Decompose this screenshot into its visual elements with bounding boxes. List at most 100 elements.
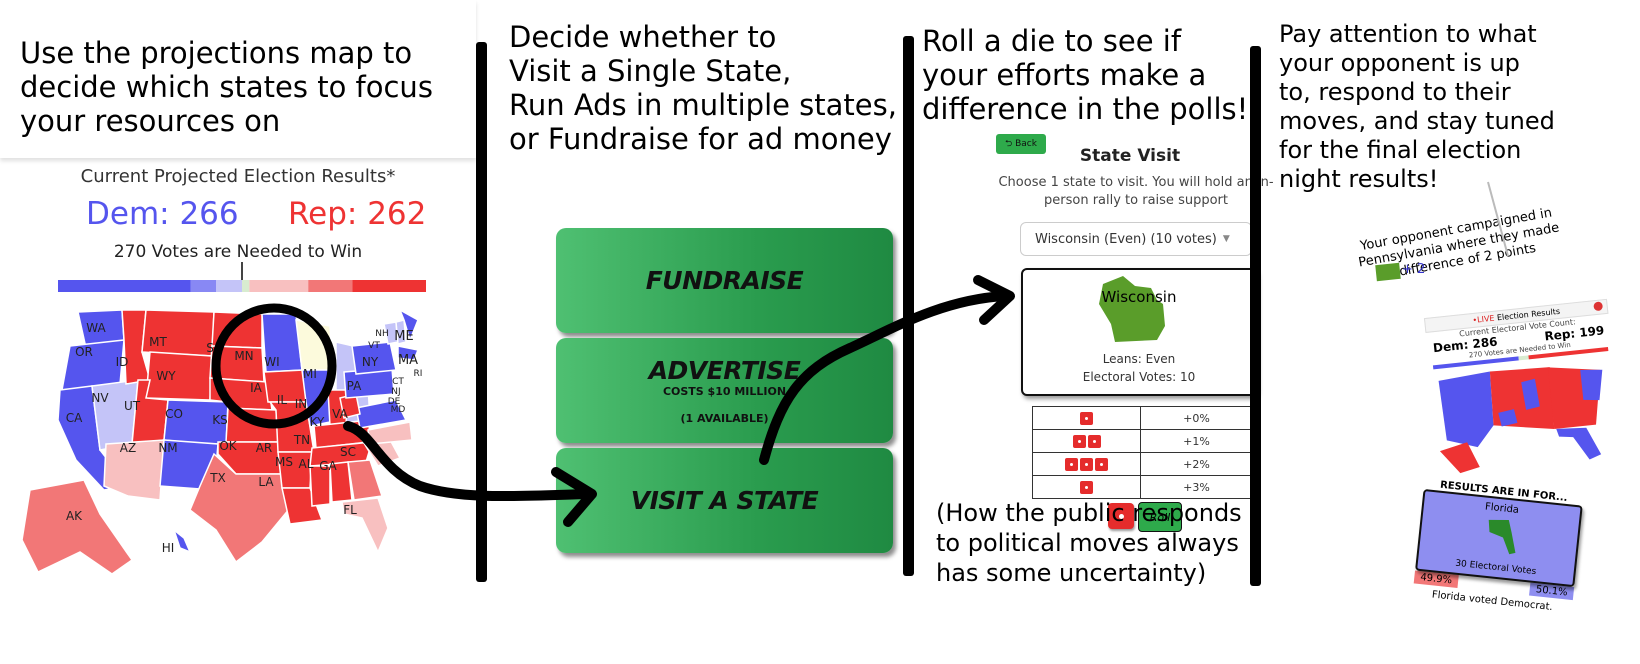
back-button[interactable]: ⮌ Back bbox=[996, 134, 1046, 154]
dice-combo-cell bbox=[1032, 452, 1141, 476]
svg-text:SC: SC bbox=[340, 445, 356, 459]
live-indicator: •LIVE bbox=[1471, 313, 1495, 325]
dice-effect-cell: +0% bbox=[1140, 406, 1253, 430]
state-ma bbox=[397, 345, 420, 361]
state-ny bbox=[351, 341, 397, 375]
svg-text:FL: FL bbox=[343, 503, 357, 517]
svg-text:RI: RI bbox=[414, 369, 423, 379]
state-me bbox=[398, 308, 419, 343]
projection-bar-segment bbox=[249, 280, 309, 292]
dice-effect-cell: +1% bbox=[1140, 429, 1253, 453]
svg-text:CO: CO bbox=[165, 407, 183, 421]
votes-needed-label: 270 Votes are Needed to Win bbox=[113, 242, 363, 262]
roll-label: Roll bbox=[1149, 510, 1171, 524]
caption-actions: Decide whether to Visit a Single State, … bbox=[509, 20, 897, 156]
visit-state-button[interactable]: VISIT A STATE bbox=[556, 448, 893, 553]
dice-combo-cell bbox=[1032, 429, 1141, 453]
florida-shape-icon bbox=[1488, 519, 1516, 555]
projection-bar-segment bbox=[216, 280, 242, 292]
svg-text:AR: AR bbox=[256, 441, 273, 455]
selected-state-card: Wisconsin Leans: Even Electoral Votes: 1… bbox=[1021, 268, 1257, 396]
state-fl bbox=[341, 497, 389, 554]
die-icon bbox=[1080, 480, 1093, 494]
svg-text:OK: OK bbox=[219, 439, 237, 453]
state-ak bbox=[21, 479, 134, 575]
svg-text:TN: TN bbox=[293, 433, 310, 447]
svg-text:MD: MD bbox=[391, 405, 406, 415]
divider-3 bbox=[1250, 46, 1261, 586]
note-edge-line bbox=[1487, 181, 1509, 257]
dice-effect-cell: +2% bbox=[1140, 452, 1253, 476]
dice-combo-cell bbox=[1032, 475, 1141, 499]
wisconsin-highlight-circle bbox=[211, 303, 337, 429]
svg-text:WA: WA bbox=[86, 321, 106, 335]
fundraise-button[interactable]: FUNDRAISE bbox=[556, 228, 893, 333]
projection-bar-segment bbox=[190, 280, 217, 292]
svg-text:MI: MI bbox=[303, 367, 317, 381]
state-card-name: Wisconsin bbox=[1101, 288, 1177, 306]
visit-state-label: VISIT A STATE bbox=[630, 486, 819, 515]
svg-text:WI: WI bbox=[264, 355, 279, 369]
state-card-leans: Leans: Even bbox=[1102, 352, 1176, 366]
fundraise-label: FUNDRAISE bbox=[645, 266, 804, 295]
die-icon bbox=[1080, 411, 1093, 425]
dem-projected-votes: Dem: 266 bbox=[86, 196, 239, 232]
wisconsin-shape-icon bbox=[1099, 276, 1165, 342]
svg-text:WY: WY bbox=[156, 369, 176, 383]
roll-button[interactable]: Roll bbox=[1138, 502, 1182, 532]
state-az bbox=[103, 439, 165, 501]
svg-text:CT: CT bbox=[392, 377, 404, 387]
svg-text:ME: ME bbox=[394, 329, 413, 344]
opponent-change: + 2 bbox=[1402, 262, 1426, 277]
state-hi bbox=[172, 527, 192, 554]
svg-text:UT: UT bbox=[124, 399, 141, 413]
svg-text:IN: IN bbox=[295, 397, 308, 411]
svg-text:NY: NY bbox=[362, 355, 379, 369]
caption-roll-die: Roll a die to see if your efforts make a… bbox=[922, 24, 1249, 126]
projection-bar bbox=[58, 262, 426, 292]
projection-bar-segment bbox=[352, 280, 426, 292]
die-icon bbox=[1080, 457, 1093, 471]
svg-text:LA: LA bbox=[258, 475, 274, 489]
chevron-down-icon: ▼ bbox=[1222, 234, 1230, 244]
dice-effect-cell: +3% bbox=[1140, 475, 1253, 499]
divider-1 bbox=[476, 42, 487, 582]
state-visit-title: State Visit bbox=[1079, 146, 1181, 166]
svg-text:PA: PA bbox=[347, 379, 362, 393]
svg-text:NV: NV bbox=[91, 391, 109, 405]
die-icon bbox=[1095, 457, 1108, 471]
svg-text:VT: VT bbox=[368, 341, 380, 351]
rep-projected-votes: Rep: 262 bbox=[288, 196, 427, 232]
pennsylvania-shape-icon bbox=[1375, 262, 1401, 282]
caption-uncertainty: (How the public responds to political mo… bbox=[936, 499, 1242, 587]
advertise-cost: COSTS $10 MILLION bbox=[662, 385, 787, 398]
svg-text:MN: MN bbox=[234, 349, 253, 363]
svg-text:NH: NH bbox=[375, 329, 389, 339]
svg-text:IA: IA bbox=[250, 381, 263, 395]
die-icon bbox=[1087, 434, 1101, 448]
dice-odds-row: +3% bbox=[1032, 475, 1253, 499]
state-dropdown-value: Wisconsin (Even) (10 votes) bbox=[1035, 231, 1217, 247]
caption-opponent: Pay attention to what your opponent is u… bbox=[1279, 20, 1555, 193]
die-icon bbox=[1065, 457, 1078, 471]
projection-title: Current Projected Election Results* bbox=[80, 166, 396, 187]
dice-odds-row: +0% bbox=[1032, 406, 1253, 430]
state-ms bbox=[309, 465, 331, 507]
dice-odds-row: +2% bbox=[1032, 452, 1253, 476]
advertise-label: ADVERTISE bbox=[648, 356, 801, 385]
svg-text:TX: TX bbox=[209, 471, 226, 485]
svg-text:AZ: AZ bbox=[120, 441, 136, 455]
svg-text:MS: MS bbox=[275, 455, 293, 469]
state-card-electoral: Electoral Votes: 10 bbox=[1082, 370, 1196, 384]
state-dropdown[interactable]: Wisconsin (Even) (10 votes) ▼ bbox=[1020, 222, 1252, 256]
svg-text:ID: ID bbox=[116, 355, 129, 369]
caption-projections: Use the projections map to decide which … bbox=[20, 36, 433, 138]
die-icon bbox=[1072, 434, 1086, 448]
dice-odds-row: +1% bbox=[1032, 429, 1253, 453]
state-al bbox=[329, 461, 353, 503]
state-nh bbox=[395, 319, 407, 345]
svg-text:AK: AK bbox=[66, 509, 83, 523]
